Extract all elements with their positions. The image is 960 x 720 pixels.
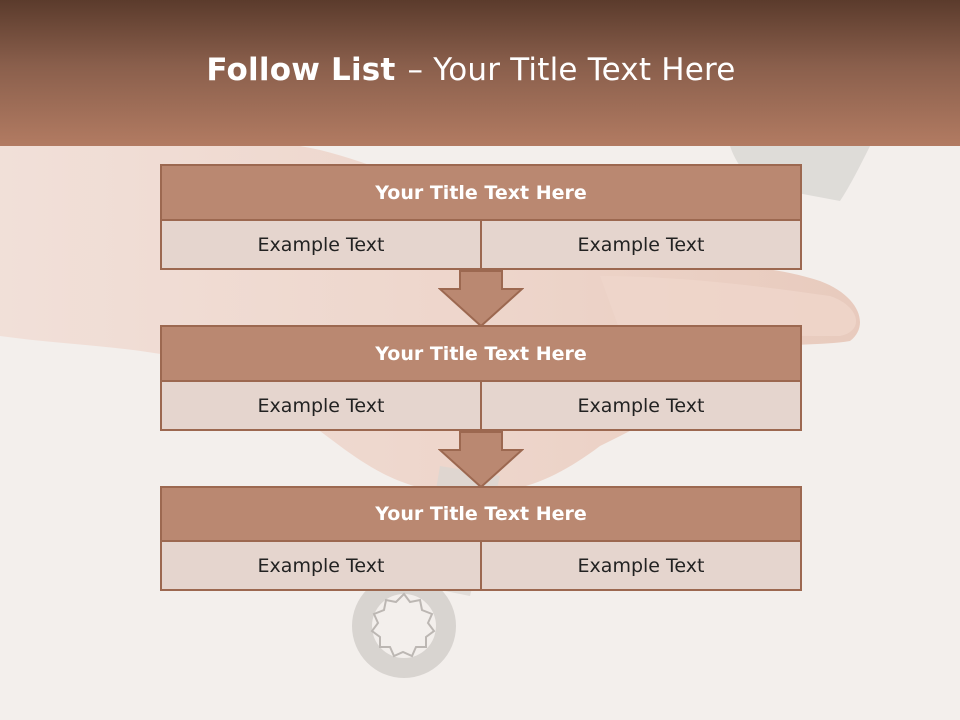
title-banner: Follow List–Your Title Text Here (0, 0, 960, 146)
down-arrow-icon (438, 270, 524, 328)
follow-block-1: Your Title Text Here Example Text Exampl… (160, 164, 802, 270)
block-title: Your Title Text Here (160, 486, 802, 542)
slide-title-bold: Follow List (206, 52, 396, 88)
block-row: Example Text Example Text (160, 542, 802, 591)
block-cell-left: Example Text (160, 221, 482, 270)
block-row: Example Text Example Text (160, 221, 802, 270)
block-cell-left: Example Text (160, 542, 482, 591)
block-cell-left: Example Text (160, 382, 482, 431)
slide-title-rest: Your Title Text Here (433, 52, 736, 88)
slide-title: Follow List–Your Title Text Here (0, 52, 942, 88)
block-cell-right: Example Text (482, 542, 802, 591)
block-row: Example Text Example Text (160, 382, 802, 431)
follow-block-3: Your Title Text Here Example Text Exampl… (160, 486, 802, 591)
block-cell-right: Example Text (482, 221, 802, 270)
block-cell-right: Example Text (482, 382, 802, 431)
down-arrow-icon (438, 431, 524, 489)
block-title: Your Title Text Here (160, 164, 802, 221)
block-title: Your Title Text Here (160, 325, 802, 382)
follow-block-2: Your Title Text Here Example Text Exampl… (160, 325, 802, 431)
slide-title-dash: – (407, 52, 424, 88)
